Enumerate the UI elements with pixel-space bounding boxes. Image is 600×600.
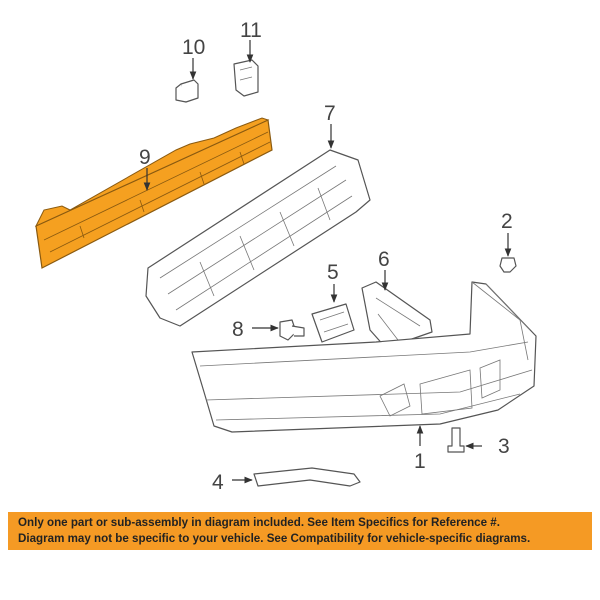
callout-2: 2 bbox=[501, 210, 513, 233]
callout-9: 9 bbox=[139, 146, 151, 169]
disclaimer-line-2: Diagram may not be specific to your vehi… bbox=[18, 532, 531, 545]
callout-10: 10 bbox=[182, 36, 205, 59]
callout-5: 5 bbox=[327, 261, 339, 284]
callout-3: 3 bbox=[498, 435, 510, 458]
part-5-bracket bbox=[311, 284, 355, 343]
part-3-clip bbox=[447, 427, 482, 453]
part-9-reinforcement bbox=[34, 117, 273, 269]
part-10-bracket bbox=[175, 58, 199, 103]
callout-8: 8 bbox=[232, 318, 244, 341]
part-1-bumper-cover bbox=[191, 281, 537, 446]
callout-4: 4 bbox=[212, 471, 224, 494]
callout-11: 11 bbox=[240, 19, 262, 42]
part-2-bolt bbox=[499, 233, 517, 273]
disclaimer-banner: Only one part or sub-assembly in diagram… bbox=[8, 512, 592, 550]
part-11-clip bbox=[233, 40, 259, 97]
part-7-absorber bbox=[145, 124, 371, 327]
part-6-side-bracket bbox=[361, 270, 433, 349]
disclaimer-line-1: Only one part or sub-assembly in diagram… bbox=[18, 516, 500, 529]
callout-6: 6 bbox=[378, 248, 390, 271]
callout-1: 1 bbox=[414, 450, 426, 473]
callout-7: 7 bbox=[324, 102, 336, 125]
part-8-push-clip bbox=[252, 319, 305, 341]
part-4-trim-strip bbox=[232, 467, 361, 487]
